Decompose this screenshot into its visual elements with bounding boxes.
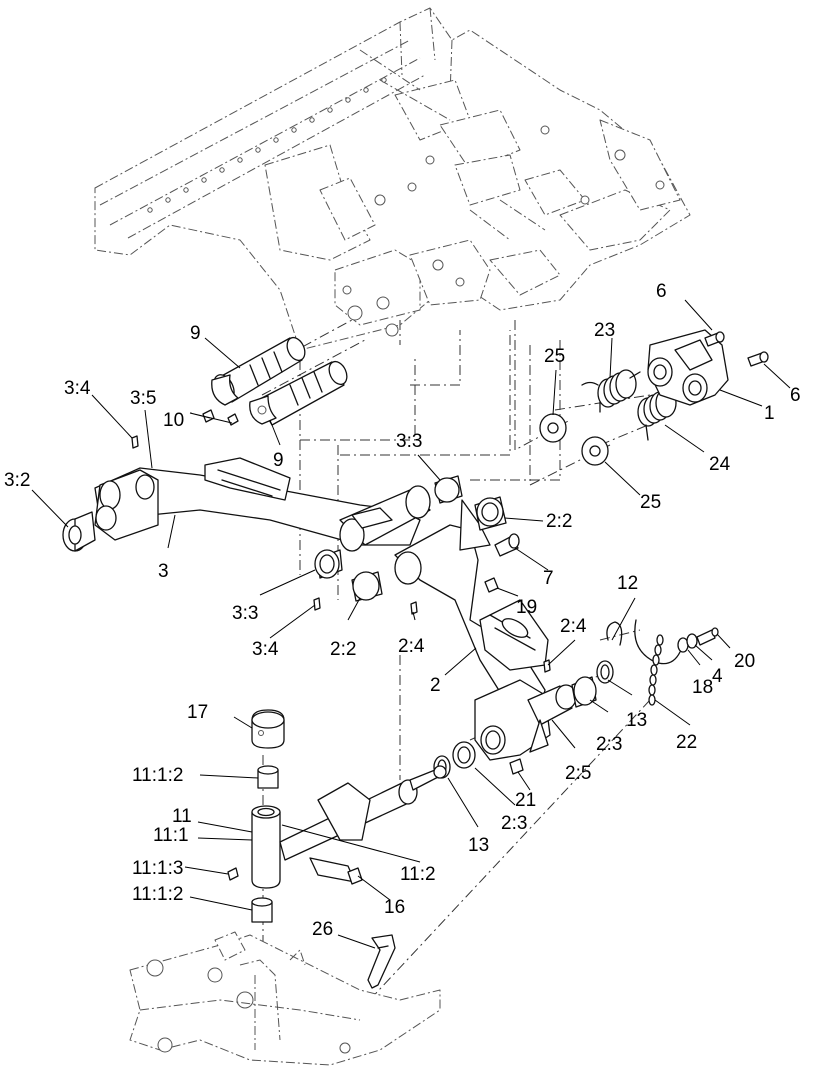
callout-2-3: 2:3 <box>596 734 622 755</box>
part-24-spring <box>637 388 681 441</box>
callout-11-1-3: 11:1:3 <box>132 858 183 879</box>
callout-23: 23 <box>594 320 615 341</box>
callout-9: 9 <box>190 323 201 344</box>
callout-26: 26 <box>312 919 333 940</box>
part-2-4-fittings <box>410 601 551 673</box>
callout-24: 24 <box>709 454 731 475</box>
callout-21: 21 <box>515 790 536 811</box>
part-3-4-fittings <box>131 435 321 611</box>
callout-4: 4 <box>712 666 723 687</box>
callout-labels: 6 6 1 23 25 24 25 9 9 10 3:4 3:5 3:2 3 3… <box>4 281 801 940</box>
part-7-bolt <box>494 533 520 557</box>
callout-25: 25 <box>640 492 661 513</box>
callout-2-2: 2:2 <box>546 511 572 532</box>
part-11-1-3-fitting <box>227 867 239 881</box>
callout-11-1: 11:1 <box>153 825 189 846</box>
part-21-nut <box>509 758 524 775</box>
leader-lines <box>31 299 791 949</box>
callout-9: 9 <box>273 450 284 471</box>
callout-7: 7 <box>543 568 554 589</box>
callout-2-4: 2:4 <box>398 636 425 657</box>
part-2-2-bushings <box>351 496 507 602</box>
callout-11-2: 11:2 <box>400 864 436 885</box>
part-26-clip <box>367 934 396 989</box>
part-12-pin <box>606 619 681 665</box>
callout-25: 25 <box>544 346 565 367</box>
part-11-shaft <box>251 765 447 889</box>
callout-3-4: 3:4 <box>64 378 91 399</box>
part-2-pedal <box>394 499 549 711</box>
callout-17: 17 <box>187 702 208 723</box>
callout-3-4: 3:4 <box>252 639 279 660</box>
callout-13: 13 <box>468 835 489 856</box>
callout-12: 12 <box>617 573 638 594</box>
part-1-bracket <box>647 329 729 406</box>
part-22-chain <box>648 634 664 706</box>
part-6-bolts <box>704 331 769 367</box>
lower-frame-ghost <box>129 931 441 1066</box>
frame-ghost <box>94 7 691 351</box>
part-9-lower <box>249 360 348 426</box>
callout-2-2: 2:2 <box>330 639 356 660</box>
callout-6: 6 <box>656 281 667 302</box>
callout-18: 18 <box>692 677 713 698</box>
part-9-upper <box>211 336 306 406</box>
callout-2-4: 2:4 <box>560 616 587 637</box>
callout-16: 16 <box>384 897 405 918</box>
part-16-pin <box>309 857 363 885</box>
callout-3-3: 3:3 <box>232 603 258 624</box>
part-3-arm <box>94 457 431 552</box>
part-23-spring <box>581 369 641 413</box>
callout-11: 11 <box>172 806 192 827</box>
assembly-centerlines <box>231 319 661 1006</box>
part-3-3-bushings <box>314 475 463 579</box>
callout-11-1-2: 11:1:2 <box>132 884 183 905</box>
part-17-cap <box>251 709 285 749</box>
callout-22: 22 <box>676 732 697 753</box>
callout-2-5: 2:5 <box>565 763 591 784</box>
callout-6: 6 <box>790 385 801 406</box>
callout-2-3: 2:3 <box>501 813 527 834</box>
part-11-1-2-bushings <box>251 765 279 923</box>
callout-10: 10 <box>163 410 184 431</box>
callout-3-2: 3:2 <box>4 470 30 491</box>
callout-19: 19 <box>516 597 537 618</box>
callout-11-1-2: 11:1:2 <box>132 765 183 786</box>
callout-3-5: 3:5 <box>130 388 156 409</box>
callout-13: 13 <box>626 710 647 731</box>
callout-3: 3 <box>158 561 169 582</box>
callout-20: 20 <box>734 651 755 672</box>
callout-3-3: 3:3 <box>396 431 422 452</box>
part-2-5-housing <box>474 679 577 761</box>
part-2-3-bushings <box>452 676 597 769</box>
part-25-washers <box>539 413 609 466</box>
part-19-nut <box>484 577 499 593</box>
part-18-4-20-hardware <box>677 627 719 653</box>
part-3-2-bushing <box>62 511 96 552</box>
callout-2: 2 <box>430 675 441 696</box>
callout-1: 1 <box>764 403 775 424</box>
